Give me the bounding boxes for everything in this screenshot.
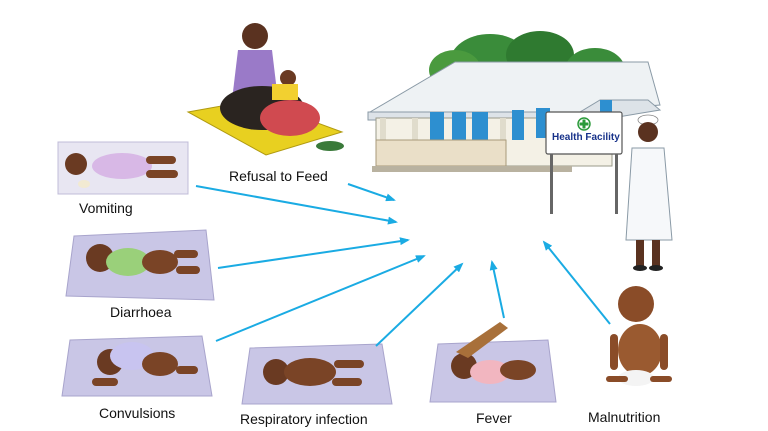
arrow-diarrhoea-to-facility: [217, 237, 410, 269]
nurse-illustration: [625, 114, 673, 271]
health-facility-sign-text: Health Facility: [552, 132, 620, 143]
malnutrition-child-illustration: [606, 286, 672, 386]
health-facility-sign: [545, 111, 623, 214]
arrows-layer: [195, 183, 611, 347]
arrow-malnutrition-to-facility: [542, 240, 611, 325]
fever-baby-illustration: [429, 322, 557, 403]
arrow-refusal-to-facility: [347, 183, 396, 202]
diarrhoea-baby-illustration: [65, 229, 215, 301]
convulsions-baby-illustration: [61, 335, 213, 397]
label-refusal-to-feed: Refusal to Feed: [229, 168, 328, 184]
label-fever: Fever: [476, 410, 512, 426]
label-convulsions: Convulsions: [99, 405, 176, 421]
arrow-vomiting-to-facility: [195, 185, 398, 225]
label-diarrhoea: Diarrhoea: [110, 304, 172, 320]
label-respiratory-infection: Respiratory infection: [240, 411, 368, 427]
vomiting-baby-illustration: [57, 141, 189, 195]
label-malnutrition: Malnutrition: [588, 409, 661, 425]
respiratory-baby-illustration: [241, 343, 393, 405]
mother-feeding-illustration: [186, 23, 344, 156]
arrow-fever-to-facility: [489, 260, 505, 319]
label-vomiting: Vomiting: [79, 200, 133, 216]
arrow-convulsions-to-facility: [215, 255, 426, 342]
arrow-respiratory-to-facility: [375, 262, 464, 347]
